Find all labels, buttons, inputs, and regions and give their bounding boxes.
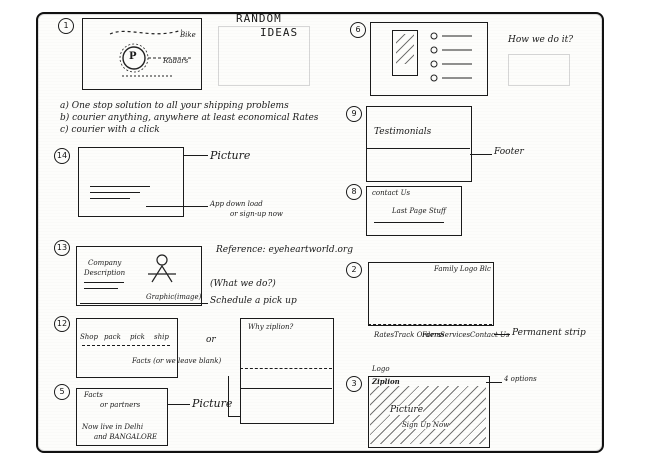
sketch-3-signup: Sign Up Now xyxy=(402,421,450,429)
sketch-number-1: 1 xyxy=(58,18,74,34)
sketch-12-right-frame xyxy=(240,318,334,424)
sketch-5-and: and BANGALORE xyxy=(94,433,158,441)
sketch-12-or: or xyxy=(206,335,216,345)
sketch-5-frame xyxy=(76,388,168,446)
sketch-12-connector xyxy=(228,416,240,417)
sketch-8-last: Last Page Stuff xyxy=(392,207,446,215)
sketch-1-label-right: Radars xyxy=(163,57,189,65)
sketch-12-right-line xyxy=(240,388,332,389)
sketch-3-picture: Picture xyxy=(390,405,424,415)
sketch-1-label-top: Bike xyxy=(180,31,196,39)
sketch-14-line xyxy=(90,186,150,187)
sketch-14-signup: or sign-up now xyxy=(230,210,283,218)
sketch-2-strip-label: Permanent strip xyxy=(512,328,586,338)
sketch-number-8: 8 xyxy=(346,184,362,200)
sketch-2-link-contact: Contact Us xyxy=(470,331,510,339)
sketch-12-line xyxy=(82,345,170,346)
sketch-13-graphic xyxy=(148,254,176,283)
sketch-3-frame xyxy=(368,376,490,448)
sketch-13-company: Company xyxy=(88,259,122,267)
sketch-3-ziplion: Ziplion xyxy=(372,377,400,386)
sketch-6-how: How we do it? xyxy=(508,35,574,45)
sketch-2-strip xyxy=(368,324,492,325)
sketch-2-link-rates: Rates xyxy=(374,331,395,339)
sketch-9-frame xyxy=(366,106,472,182)
sketch-14-picture: Picture xyxy=(210,149,251,162)
sketch-5-arrow xyxy=(168,404,190,405)
sketch-8-frame xyxy=(366,186,462,236)
sketch-5-now-live: Now live in Delhi xyxy=(82,423,144,431)
sketch-5-facts: Facts xyxy=(84,391,103,399)
sketch-9-footer-divider xyxy=(366,148,470,149)
sketch-number-13: 13 xyxy=(54,240,70,256)
sketch-6-phone xyxy=(392,30,418,76)
sketch-3-logo: Logo xyxy=(372,365,390,373)
sketch-12-connector xyxy=(228,376,229,416)
sketch-number-6: 6 xyxy=(350,22,366,38)
sketch-14-arrow xyxy=(146,206,208,207)
sketch-13-frame xyxy=(76,246,202,306)
sketch-9-footer: Footer xyxy=(494,147,524,157)
sketch-14-line xyxy=(90,192,140,193)
sketch-13-line xyxy=(84,288,118,289)
sketch-number-14: 14 xyxy=(54,148,70,164)
sketch-12-why: Why ziplion? xyxy=(248,323,294,331)
sketch-2-strip-arrow xyxy=(494,334,510,335)
sketch-12-facts: Facts (or we leave blank) xyxy=(132,357,222,365)
bullet-a: a) One stop solution to all your shippin… xyxy=(60,101,289,111)
sketch-6-frame xyxy=(370,22,488,96)
sketch-number-12: 12 xyxy=(54,316,70,332)
sketch-5-picture: Picture xyxy=(192,397,233,410)
sketch-13-reference: Reference: eyeheartworld.org xyxy=(216,245,353,255)
sketch-8-line xyxy=(374,222,444,223)
sketch-13-graphic-label: Graphic(image) xyxy=(146,293,202,301)
sketch-2-top: Family Logo Blc xyxy=(434,265,491,273)
sketch-13-what: (What we do?) xyxy=(210,279,276,289)
sketch-1-drawing xyxy=(109,29,192,77)
sketch-2-link-services: Services xyxy=(440,331,471,339)
sketch-number-9: 9 xyxy=(346,106,362,122)
sketch-12-item-pick: pick xyxy=(130,333,145,341)
bullet-c: c) courier with a click xyxy=(60,125,160,135)
sketch-13-line xyxy=(84,282,124,283)
sketch-number-3: 3 xyxy=(346,376,362,392)
sketch-12-right-line xyxy=(240,368,332,369)
sketch-3-hatch xyxy=(370,386,486,444)
title-random: RANDOM xyxy=(236,12,282,25)
sketch-8-contact: contact Us xyxy=(372,189,411,197)
ghost-sketch-box xyxy=(508,54,570,86)
sketch-9-testimonials: Testimonials xyxy=(374,127,432,137)
sketch-14-app: App down load xyxy=(210,200,263,208)
sketch-6-list xyxy=(430,32,472,82)
sketch-number-2: 2 xyxy=(346,262,362,278)
sketch-1-frame xyxy=(82,18,202,90)
sketch-12-item-pack: pack xyxy=(104,333,121,341)
sketch-14-frame xyxy=(78,147,184,217)
sketch-13-schedule: Schedule a pick up xyxy=(210,296,297,306)
sketch-12-frame xyxy=(76,318,178,378)
sketch-14-arrow xyxy=(184,155,208,156)
sketch-12-item-shop: Shop xyxy=(80,333,98,341)
sketch-3-options-arrow xyxy=(486,382,502,383)
sketch-13-description: Description xyxy=(84,269,126,277)
sketch-9-footer-arrow xyxy=(470,154,492,155)
sketch-14-line xyxy=(90,198,130,199)
sketch-2-link-forms: Forms xyxy=(422,331,445,339)
bullet-b: b) courier anything, anywhere at least e… xyxy=(60,113,319,123)
sketch-1-center-letter: P xyxy=(129,51,137,62)
sketch-3-options: 4 options xyxy=(504,375,537,383)
sketch-13-arrow xyxy=(80,303,208,304)
sketch-number-5: 5 xyxy=(54,384,70,400)
title-ideas: IDEAS xyxy=(260,26,299,39)
sketch-2-frame xyxy=(368,262,494,326)
sketch-2-link-track: Track Orders xyxy=(394,331,442,339)
ghost-sketch-box xyxy=(218,26,310,86)
sketch-12-item-ship: ship xyxy=(154,333,169,341)
sketch-6-phone-screen xyxy=(396,34,414,64)
sketch-5-partners: or partners xyxy=(100,401,141,409)
sketch-sheet: RANDOM IDEAS 1 P Bike Radars a) One stop… xyxy=(36,12,604,453)
